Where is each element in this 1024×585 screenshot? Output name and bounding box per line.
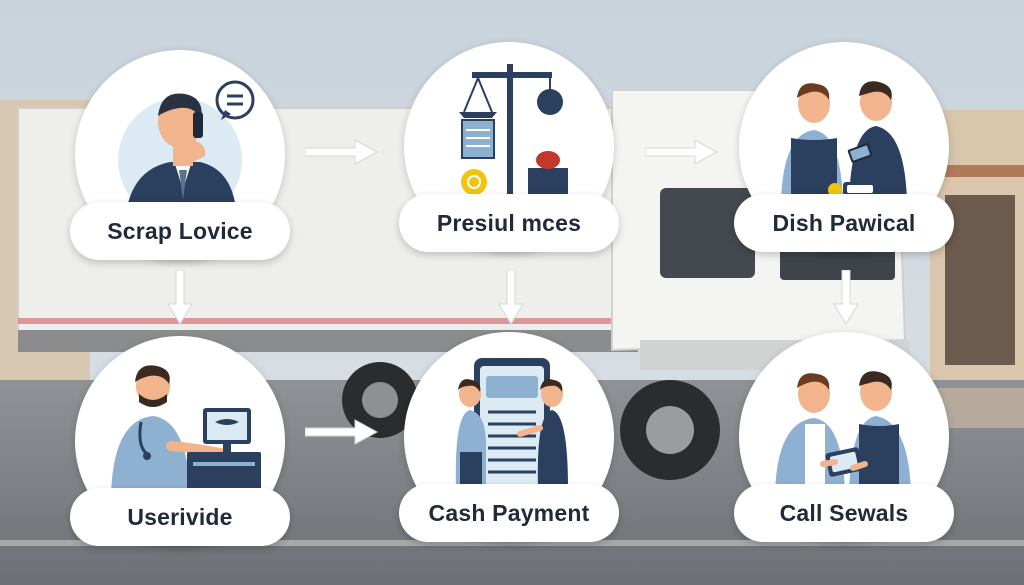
step-label: Call Sewals xyxy=(779,499,909,526)
step-label: Dish Pawical xyxy=(772,209,916,236)
step-5-label-pill: Cash Payment xyxy=(399,484,619,542)
step-6-label-pill: Call Sewals xyxy=(734,484,954,542)
step-label: Scrap Lovice xyxy=(107,217,253,244)
step-2-label-pill: Presiul mces xyxy=(399,194,619,252)
step-label: Presiul mces xyxy=(436,209,582,236)
step-2: Presiul mces xyxy=(399,42,619,272)
step-4-label-pill: Userivide xyxy=(70,488,290,546)
arrow-down-icon xyxy=(833,270,859,325)
step-3: Dish Pawical xyxy=(734,42,954,272)
arrow-down-icon xyxy=(167,270,193,325)
arrow-right-icon xyxy=(305,419,379,445)
step-label: Userivide xyxy=(127,503,233,530)
step-6: Call Sewals xyxy=(734,332,954,562)
step-4: Userivide xyxy=(70,336,290,566)
tablet-consult-icon xyxy=(775,371,911,494)
step-1: Scrap Lovice xyxy=(70,50,290,280)
arrow-down-icon xyxy=(498,270,524,325)
arrow-right-icon xyxy=(305,139,379,165)
arrow-right-icon xyxy=(645,139,719,165)
doctor-computer-icon xyxy=(111,365,261,496)
step-3-label-pill: Dish Pawical xyxy=(734,194,954,252)
step-label: Cash Payment xyxy=(428,499,590,526)
step-5: Cash Payment xyxy=(399,332,619,562)
handover-icon xyxy=(781,81,907,202)
document-review-icon xyxy=(455,358,568,506)
step-1-label-pill: Scrap Lovice xyxy=(70,202,290,260)
